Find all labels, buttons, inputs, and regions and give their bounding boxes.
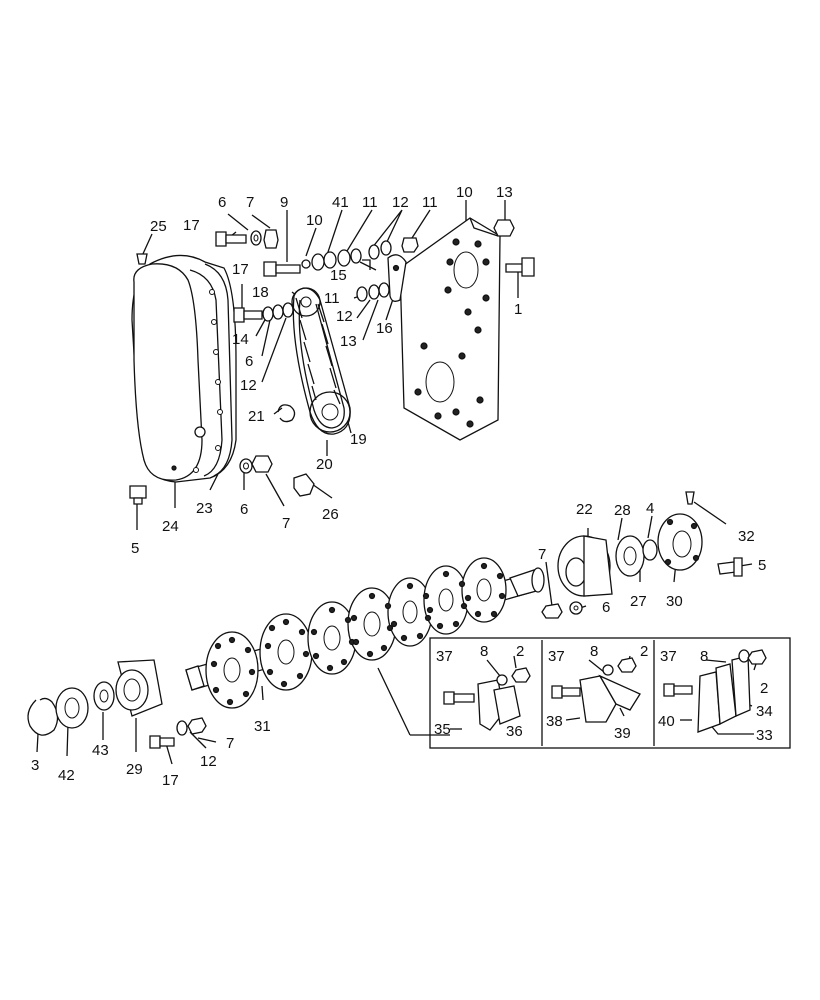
callout-14: 14 <box>232 331 249 348</box>
callout-12: 12 <box>200 753 217 770</box>
callout-40: 40 <box>658 713 675 730</box>
callout-12: 12 <box>392 194 409 211</box>
callout-5: 5 <box>131 540 139 557</box>
callout-16: 16 <box>376 320 393 337</box>
callout-labels: 6 7 9 10 41 11 12 11 10 13 25 17 17 15 1… <box>31 184 773 789</box>
callout-3: 3 <box>31 757 39 774</box>
callout-17: 17 <box>162 772 179 789</box>
callout-2: 2 <box>640 643 648 660</box>
callout-23: 23 <box>196 500 213 517</box>
callout-6: 6 <box>240 501 248 518</box>
callout-5: 5 <box>758 557 766 574</box>
rotor-shaft-assembly <box>185 557 545 709</box>
callout-10: 10 <box>456 184 473 201</box>
callout-2: 2 <box>760 680 768 697</box>
callout-32: 32 <box>738 528 755 545</box>
chain-tensioner-16 <box>387 254 407 302</box>
callout-2: 2 <box>516 643 524 660</box>
callout-12: 12 <box>240 377 257 394</box>
callout-26: 26 <box>322 506 339 523</box>
callout-17: 17 <box>183 217 200 234</box>
callout-25: 25 <box>150 218 167 235</box>
callout-6: 6 <box>602 599 610 616</box>
callout-18: 18 <box>252 284 269 301</box>
callout-19: 19 <box>350 431 367 448</box>
callout-7: 7 <box>226 735 234 752</box>
callout-7: 7 <box>282 515 290 532</box>
grease-nipple-25 <box>136 253 148 265</box>
chain-and-sprockets <box>291 287 351 435</box>
callout-11: 11 <box>324 290 340 307</box>
callout-8: 8 <box>590 643 598 660</box>
callout-7: 7 <box>538 546 546 563</box>
callout-11: 11 <box>362 194 378 211</box>
callout-27: 27 <box>630 593 647 610</box>
callout-41: 41 <box>332 194 349 211</box>
callout-37: 37 <box>548 648 565 665</box>
callout-15: 15 <box>330 267 347 284</box>
callout-36: 36 <box>506 723 523 740</box>
callout-24: 24 <box>162 518 179 535</box>
callout-28: 28 <box>614 502 631 519</box>
chain-case-cover <box>131 254 237 483</box>
callout-33: 33 <box>756 727 773 744</box>
callout-38: 38 <box>546 713 563 730</box>
callout-43: 43 <box>92 742 109 759</box>
callout-8: 8 <box>700 648 708 665</box>
callout-37: 37 <box>436 648 453 665</box>
callout-30: 30 <box>666 593 683 610</box>
callout-22: 22 <box>576 501 593 518</box>
callout-35: 35 <box>434 721 451 738</box>
callout-9: 9 <box>280 194 288 211</box>
callout-31: 31 <box>254 718 271 735</box>
callout-21: 21 <box>248 408 265 425</box>
callout-8: 8 <box>480 643 488 660</box>
callout-34: 34 <box>756 703 773 720</box>
callout-17: 17 <box>232 261 249 278</box>
callout-11: 11 <box>422 194 438 211</box>
callout-6: 6 <box>218 194 226 211</box>
gearbox-back-plate <box>399 217 501 441</box>
top-fasteners <box>129 219 535 505</box>
callout-42: 42 <box>58 767 75 784</box>
callout-12: 12 <box>336 308 353 325</box>
callout-1: 1 <box>514 301 522 318</box>
callout-13: 13 <box>496 184 513 201</box>
callout-7: 7 <box>246 194 254 211</box>
right-hub-assembly <box>541 491 743 619</box>
blade-options-panel <box>429 637 791 749</box>
callout-39: 39 <box>614 725 631 742</box>
callout-13: 13 <box>340 333 357 350</box>
callout-29: 29 <box>126 761 143 778</box>
callout-6: 6 <box>245 353 253 370</box>
callout-10: 10 <box>306 212 323 229</box>
callout-37: 37 <box>660 648 677 665</box>
callout-20: 20 <box>316 456 333 473</box>
callout-4: 4 <box>646 500 654 517</box>
left-bearing-assembly <box>27 659 207 749</box>
